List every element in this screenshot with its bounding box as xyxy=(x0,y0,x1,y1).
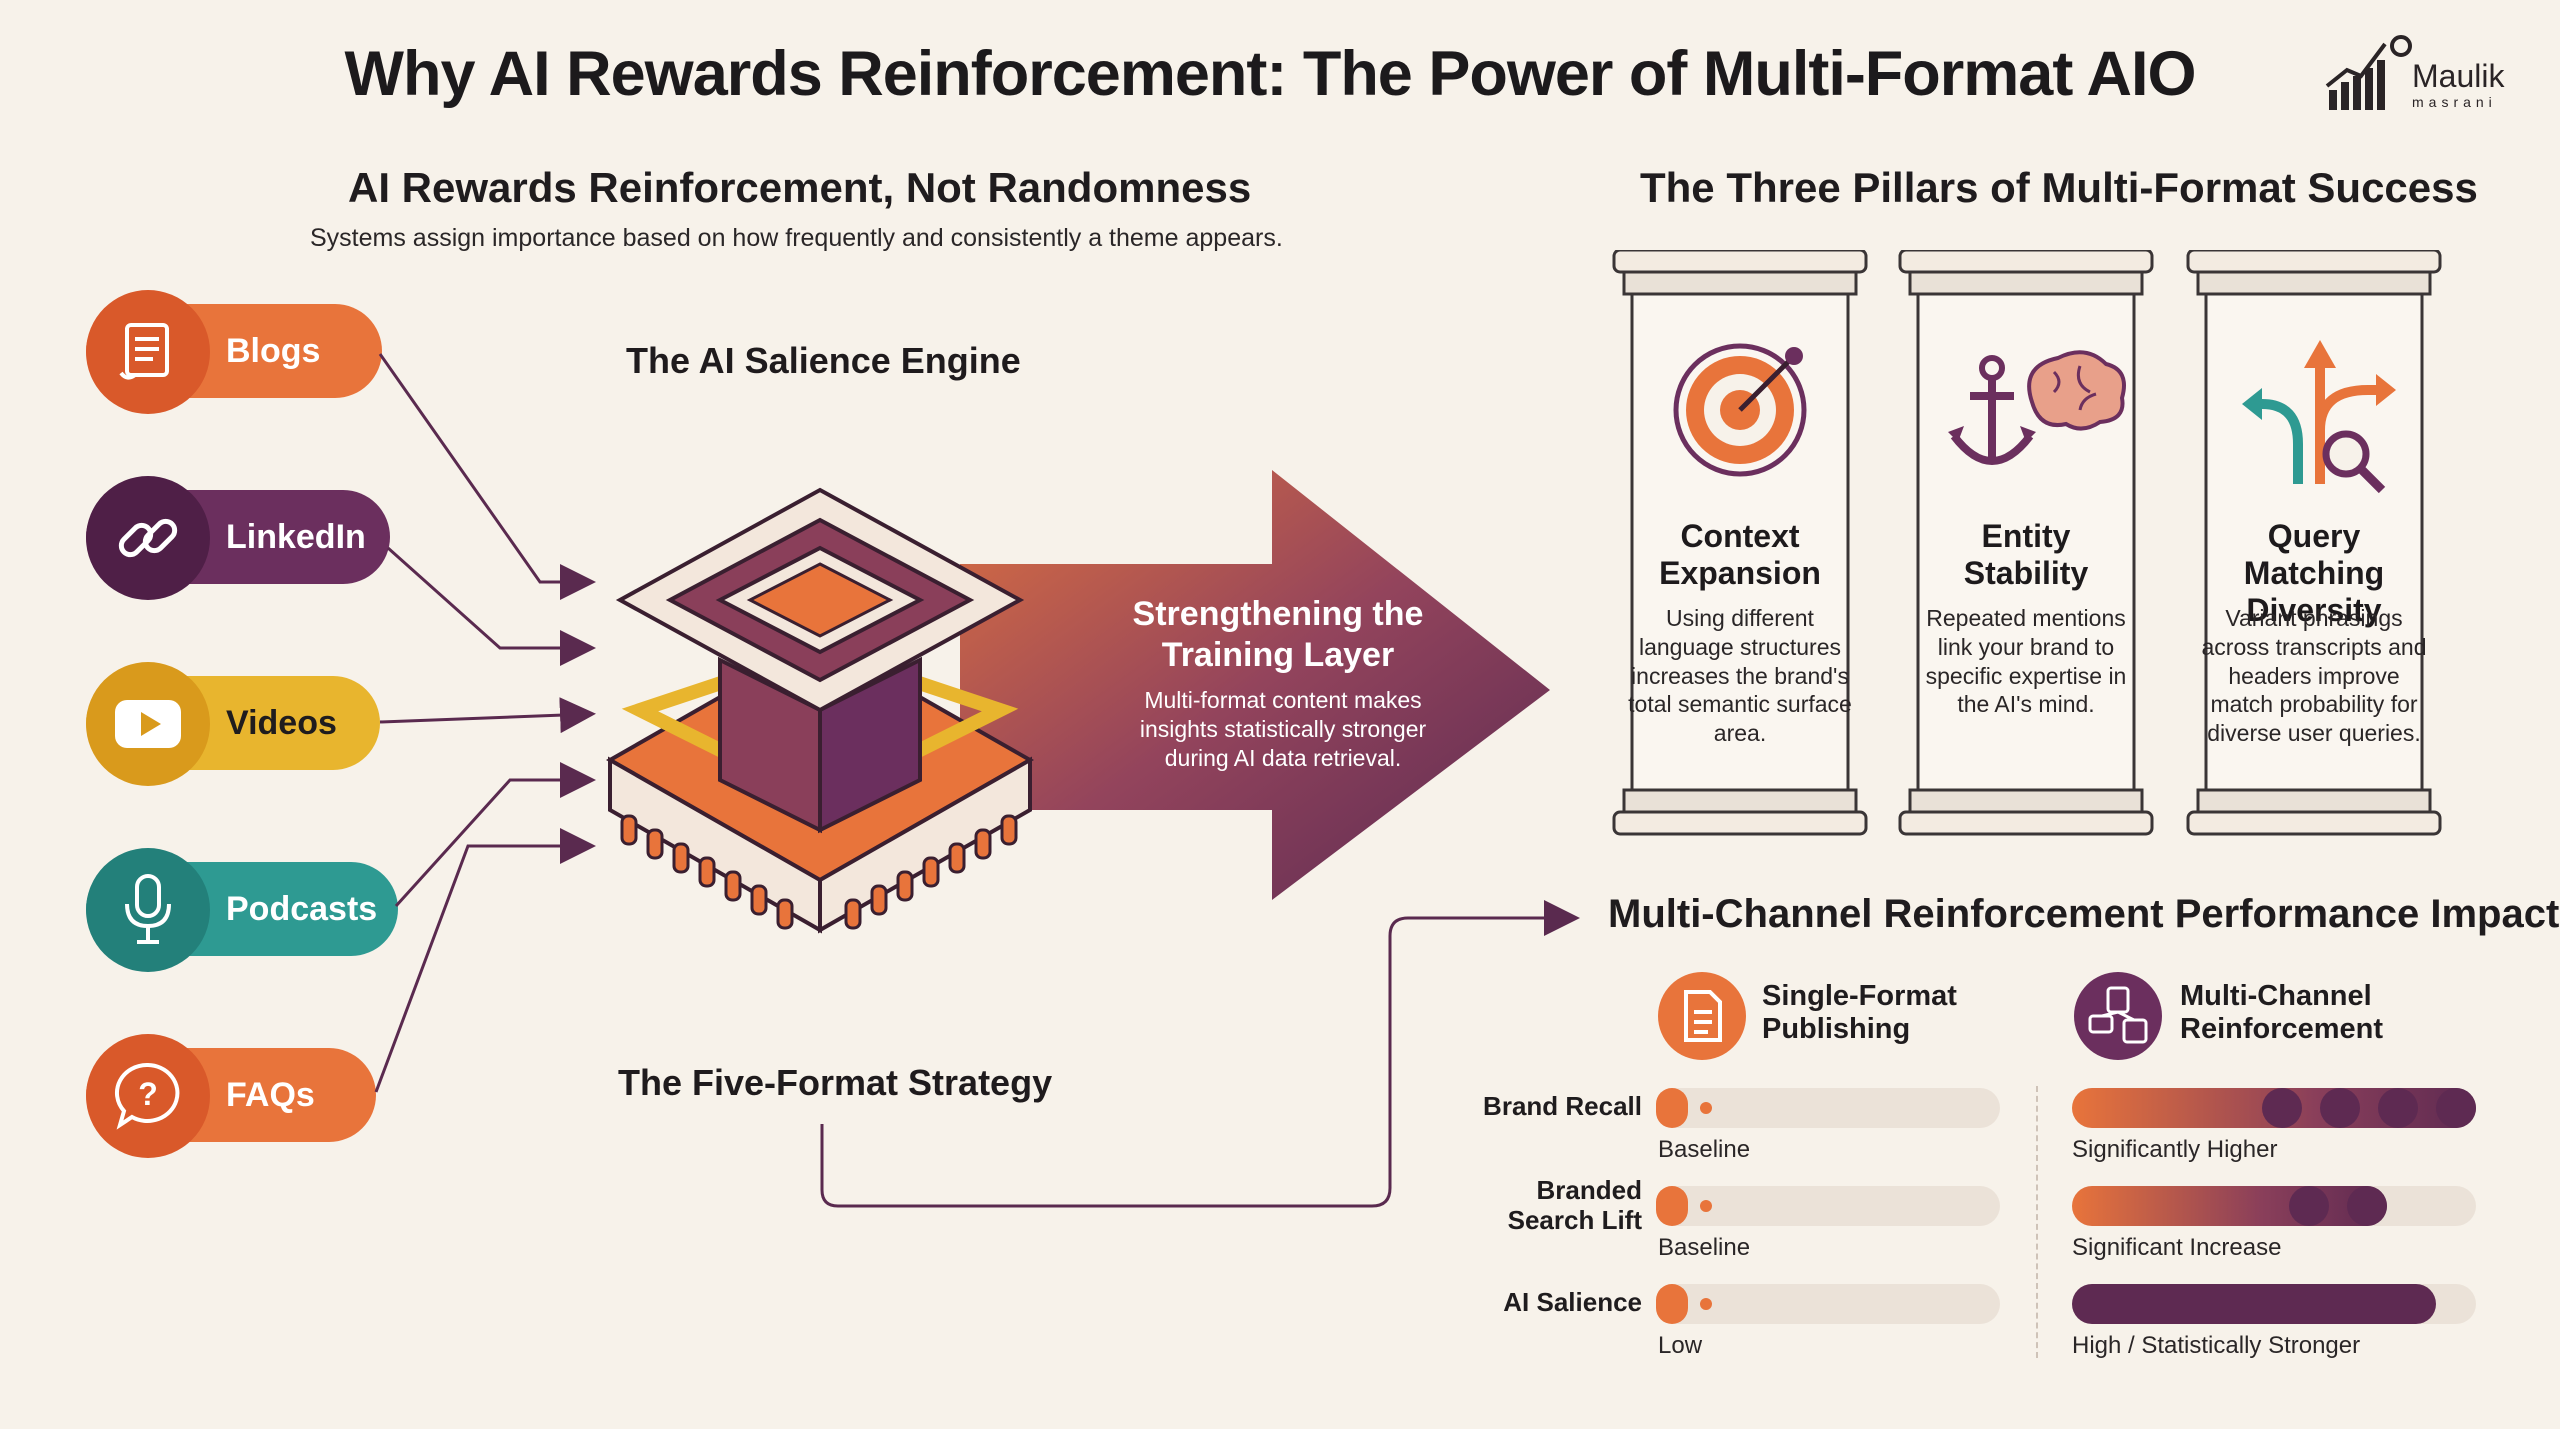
multi-bar-fill xyxy=(2072,1284,2436,1324)
single-bar-fill xyxy=(1656,1186,1688,1226)
link-icon xyxy=(86,476,210,600)
pillar-desc: Variant phrasings across transcripts and… xyxy=(2201,605,2427,746)
pillar-entity-stability: Entity Stability Repeated mentions link … xyxy=(1896,250,2156,836)
anchor-brain-icon xyxy=(1948,350,2126,465)
format-pill-blogs: Blogs xyxy=(86,290,382,414)
pillar-title: Entity Stability xyxy=(1963,518,2089,591)
multi-caption: Significant Increase xyxy=(2072,1234,2282,1261)
multi-bar-fill xyxy=(2072,1186,2388,1226)
target-icon xyxy=(1673,343,1807,477)
left-heading: AI Rewards Reinforcement, Not Randomness xyxy=(348,164,1252,211)
level-dot xyxy=(2320,1088,2360,1128)
format-label: FAQs xyxy=(226,1075,315,1114)
format-label: Podcasts xyxy=(226,889,378,928)
pillar-title: Context Expansion xyxy=(1659,518,1821,591)
document-icon xyxy=(1658,972,1746,1060)
arrow-heading: Strengthening the Training Layer xyxy=(1132,595,1424,674)
scroll-document-icon xyxy=(86,290,210,414)
row-label: Branded Search Lift xyxy=(1507,1175,1642,1235)
level-dot xyxy=(2436,1088,2476,1128)
question-bubble-icon: ? xyxy=(86,1034,210,1158)
pillar-query-matching: Query Matching Diversity Variant phrasin… xyxy=(2184,250,2444,836)
single-bar-fill xyxy=(1656,1284,1688,1324)
multi-channel-icon xyxy=(2074,972,2162,1060)
level-dot xyxy=(1700,1102,1712,1114)
impact-heading: Multi-Channel Reinforcement Performance … xyxy=(1608,892,2560,936)
single-caption: Low xyxy=(1658,1332,1703,1359)
level-dot xyxy=(1700,1298,1712,1310)
multi-caption: High / Statistically Stronger xyxy=(2072,1332,2361,1359)
level-dot xyxy=(2262,1088,2302,1128)
multi-track-branded-search-lift xyxy=(2072,1186,2476,1226)
level-dot xyxy=(2347,1186,2388,1226)
pillar-title: Query Matching Diversity xyxy=(2243,518,2385,628)
level-dot xyxy=(2378,1088,2418,1128)
single-track-branded-search-lift xyxy=(1656,1186,2000,1226)
level-dot xyxy=(2289,1186,2330,1226)
format-pill-linkedin: LinkedIn xyxy=(86,476,390,600)
format-label: Videos xyxy=(226,703,337,742)
format-label: LinkedIn xyxy=(226,517,366,556)
engine-label: The AI Salience Engine xyxy=(626,340,1021,381)
single-track-brand-recall xyxy=(1656,1088,2000,1128)
logo-subtitle: masrani xyxy=(2412,94,2497,110)
single-track-ai-salience xyxy=(1656,1284,2000,1324)
left-subheading: Systems assign importance based on how f… xyxy=(310,224,1283,252)
strategy-label: The Five-Format Strategy xyxy=(618,1062,1053,1103)
multi-track-brand-recall xyxy=(2072,1088,2476,1128)
multi-track-ai-salience xyxy=(2072,1284,2476,1324)
single-caption: Baseline xyxy=(1658,1136,1751,1163)
column-divider xyxy=(2036,1086,2038,1358)
training-layer-arrow xyxy=(960,470,1550,900)
format-label: Blogs xyxy=(226,331,321,370)
row-label: Brand Recall xyxy=(1483,1091,1642,1121)
pillar-desc: Using different language structures incr… xyxy=(1628,605,1852,746)
row-label: AI Salience xyxy=(1503,1287,1642,1317)
page-title: Why AI Rewards Reinforcement: The Power … xyxy=(344,39,2197,109)
logo-name: Maulik xyxy=(2412,58,2505,94)
pillar-context-expansion: Context Expansion Using different langua… xyxy=(1610,250,1870,836)
multi-caption: Significantly Higher xyxy=(2072,1136,2278,1163)
ai-chip-engine-icon xyxy=(605,487,1035,934)
arrow-body: Multi-format content makes insights stat… xyxy=(1139,687,1427,771)
microphone-icon xyxy=(86,848,210,972)
single-caption: Baseline xyxy=(1658,1234,1751,1261)
legend-single-format: Single-Format Publishing xyxy=(1762,980,1957,1046)
play-button-icon xyxy=(86,662,210,786)
legend-multi-channel: Multi-Channel Reinforcement xyxy=(2180,980,2384,1046)
svg-text:?: ? xyxy=(138,1076,158,1112)
single-bar-fill xyxy=(1656,1088,1688,1128)
format-pill-podcasts: Podcasts xyxy=(86,848,398,972)
level-dot xyxy=(1700,1200,1712,1212)
branching-arrows-search-icon xyxy=(2242,340,2396,494)
format-pill-faqs: ? FAQs xyxy=(86,1034,376,1158)
logo-chart-icon xyxy=(2325,35,2412,110)
format-pill-videos: Videos xyxy=(86,662,380,786)
pillar-desc: Repeated mentions link your brand to spe… xyxy=(1925,605,2127,718)
pillars-heading: The Three Pillars of Multi-Format Succes… xyxy=(1640,164,2478,211)
